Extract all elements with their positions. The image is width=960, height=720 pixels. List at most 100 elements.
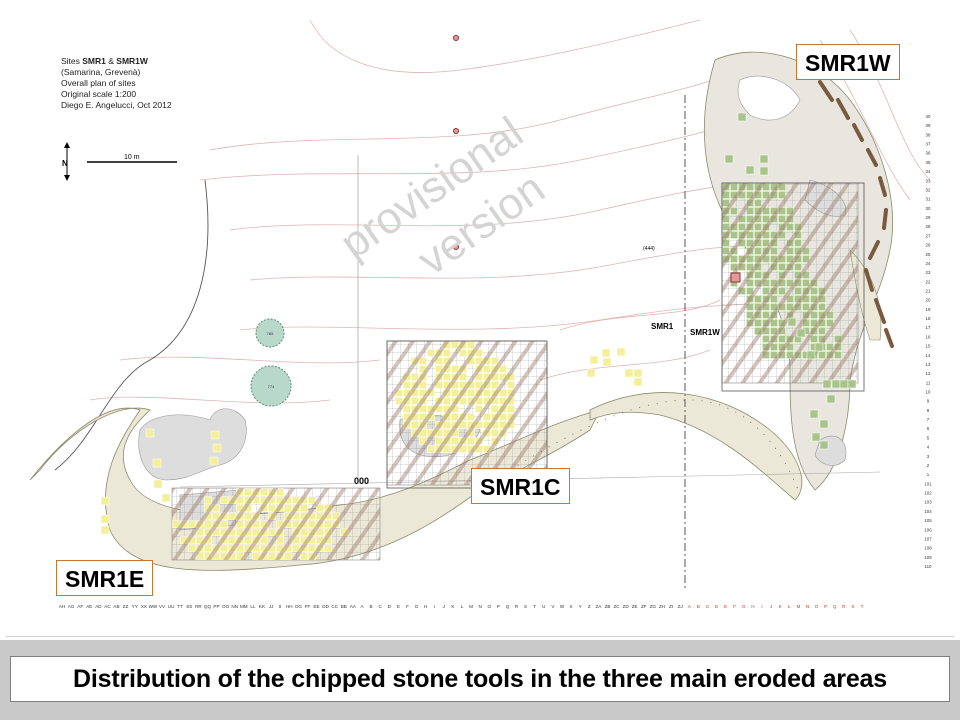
find-cell: [759, 154, 769, 164]
axis-label-bottom: TT: [177, 604, 183, 609]
axis-label-right: 7: [927, 417, 930, 422]
axis-label-bottom: AF: [77, 604, 83, 609]
axis-label-bottom: CC: [331, 604, 338, 609]
axis-label-bottom: B: [370, 604, 373, 609]
find-cell: [814, 342, 824, 352]
axis-label-right: 16: [926, 334, 931, 339]
axis-label-bottom: AD: [95, 604, 102, 609]
axis-label-bottom: Q: [833, 604, 837, 609]
axis-label-bottom: UU: [168, 604, 175, 609]
eroded-hatching: [722, 183, 858, 383]
hollow-785: [255, 318, 285, 348]
axis-label-right: 28: [926, 224, 931, 229]
north-arrow-label: N: [62, 159, 68, 168]
credit-join: &: [105, 56, 117, 66]
axis-label-bottom: AC: [104, 604, 111, 609]
find-cell: [819, 419, 829, 429]
slope-break-line: [818, 80, 894, 348]
find-cell: [811, 432, 821, 442]
smr1w-plan-label: SMR1W: [690, 328, 720, 337]
axis-label-right: 18: [926, 316, 931, 321]
axis-label-right: 31: [926, 197, 931, 202]
site-plan: 785 774: [6, 6, 954, 637]
axis-label-right: 10: [926, 390, 931, 395]
axis-label-bottom: O: [488, 604, 492, 609]
site-boundary: [54, 179, 209, 471]
find-cell: [210, 430, 220, 440]
axis-label-right: 15: [926, 344, 931, 349]
axis-label-bottom: H: [424, 604, 427, 609]
axis-label-bottom: G: [742, 604, 746, 609]
axis-label-bottom: L: [788, 604, 791, 609]
axis-label-bottom: ZD: [623, 604, 630, 609]
axis-label-bottom: YY: [132, 604, 138, 609]
find-cell: [616, 347, 626, 357]
axis-label-bottom: K: [779, 604, 783, 609]
axis-label-right: 105: [924, 518, 932, 523]
axis-label-bottom: T: [533, 604, 536, 609]
axis-label-bottom: ZI: [669, 604, 673, 609]
axis-label-bottom: BB: [341, 604, 347, 609]
axis-label-bottom: I: [761, 604, 762, 609]
axis-label-right: 14: [926, 353, 931, 358]
find-cell: [100, 514, 110, 524]
grid-axis-right: 4039383736353433323130292827262524232221…: [924, 114, 932, 569]
find-cell: [100, 525, 110, 535]
find-cell: [831, 379, 841, 389]
axis-label-bottom: D: [388, 604, 392, 609]
axis-label-bottom: QQ: [204, 604, 212, 609]
axis-label-right: 3: [927, 454, 930, 459]
axis-label-bottom: ZB: [605, 604, 611, 609]
site-label-smr1c: SMR1C: [471, 468, 570, 504]
axis-label-bottom: N: [479, 604, 482, 609]
axis-label-bottom: GG: [295, 604, 303, 609]
axis-label-bottom: AH: [59, 604, 65, 609]
find-cell: [212, 443, 222, 453]
axis-label-right: 37: [926, 142, 931, 147]
axis-label-right: 17: [926, 325, 931, 330]
excavation-grid-smr1e: [171, 487, 381, 561]
find-cell: [633, 368, 643, 378]
axis-label-right: 106: [924, 527, 932, 532]
axis-label-bottom: F: [733, 604, 736, 609]
axis-label-bottom: OO: [222, 604, 230, 609]
credit-site-b: SMR1W: [116, 56, 148, 66]
find-cell: [153, 479, 163, 489]
axis-label-right: 33: [926, 178, 931, 183]
axis-label-bottom: H: [751, 604, 754, 609]
find-cell: [787, 317, 797, 327]
survey-points: [453, 35, 459, 250]
axis-label-bottom: ZG: [650, 604, 657, 609]
eroded-area-smr1c-strip: [589, 392, 803, 501]
axis-label-bottom: A: [360, 604, 364, 609]
axis-label-bottom: VV: [159, 604, 166, 609]
axis-label-bottom: DD: [322, 604, 329, 609]
axis-label-bottom: W: [560, 604, 565, 609]
find-cell: [796, 328, 806, 338]
axis-label-bottom: SS: [186, 604, 192, 609]
axis-label-right: 20: [926, 298, 931, 303]
axis-label-right: 107: [924, 536, 932, 541]
axis-label-right: 11: [926, 380, 931, 385]
hollow-774-label: 774: [268, 384, 275, 389]
axis-label-bottom: ZE: [632, 604, 638, 609]
site-label-smr1w: SMR1W: [796, 44, 900, 80]
axis-label-right: 23: [926, 270, 931, 275]
find-cell: [624, 368, 634, 378]
find-cell: [724, 154, 734, 164]
axis-label-bottom: D: [715, 604, 719, 609]
axis-label-bottom: C: [706, 604, 710, 609]
axis-label-bottom: M: [469, 604, 473, 609]
axis-label-bottom: KK: [259, 604, 266, 609]
eroded-hatching: [387, 341, 547, 485]
datum-label: 000: [354, 476, 369, 486]
axis-label-bottom: ZC: [613, 604, 620, 609]
axis-label-right: 9: [927, 399, 930, 404]
axis-label-right: 29: [926, 215, 931, 220]
axis-label-bottom: PP: [213, 604, 219, 609]
credit-site-a: SMR1: [82, 56, 106, 66]
find-cell: [839, 379, 849, 389]
axis-label-bottom: ZJ: [678, 604, 683, 609]
find-cell: [847, 379, 857, 389]
